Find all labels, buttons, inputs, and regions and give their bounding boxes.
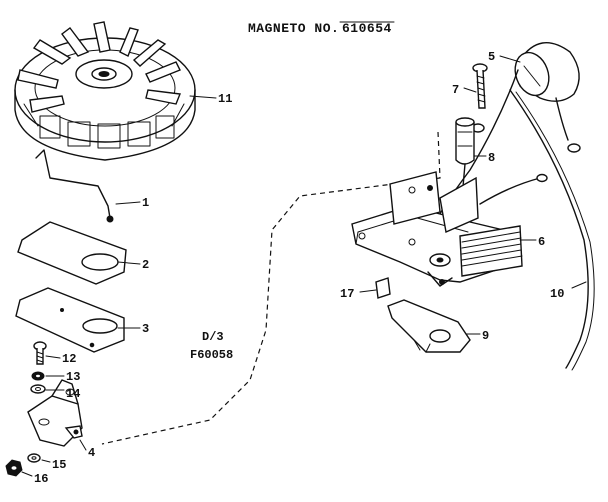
washer xyxy=(30,384,46,394)
felt-wick xyxy=(375,277,391,299)
flat-washer xyxy=(27,453,41,463)
assembly-dashed-line xyxy=(101,131,441,445)
ground-wire xyxy=(509,89,595,371)
callout-3: 3 xyxy=(142,322,149,336)
diagram-title: MAGNETO NO. 610654 xyxy=(248,21,395,36)
callout-2: 2 xyxy=(142,258,149,272)
gasket-lower xyxy=(15,287,125,353)
title-number: 610654 xyxy=(342,21,392,36)
callout-4: 4 xyxy=(88,446,95,460)
callout-6: 6 xyxy=(538,235,545,249)
coil-screw xyxy=(472,63,488,109)
callout-10: 10 xyxy=(550,287,564,301)
spring-clip xyxy=(35,149,114,223)
callout-1: 1 xyxy=(142,196,149,210)
callout-leaders xyxy=(21,55,587,477)
callout-15: 15 xyxy=(52,458,66,472)
armature-core xyxy=(351,171,548,287)
coil xyxy=(433,42,581,227)
callout-11: 11 xyxy=(218,92,232,106)
reference-line-1: D/3 xyxy=(202,330,224,344)
breaker-assembly xyxy=(27,379,83,447)
cover-plate xyxy=(387,299,471,353)
callout-17: 17 xyxy=(340,287,354,301)
title-prefix: MAGNETO NO. xyxy=(248,21,339,36)
lockwasher xyxy=(31,371,45,381)
callout-9: 9 xyxy=(482,329,489,343)
nut xyxy=(5,459,23,477)
callout-14: 14 xyxy=(66,387,80,401)
gasket-upper xyxy=(17,221,127,285)
flywheel xyxy=(14,21,196,161)
callout-16: 16 xyxy=(34,472,48,486)
callout-13: 13 xyxy=(66,370,80,384)
condenser xyxy=(455,117,485,199)
callout-5: 5 xyxy=(488,50,495,64)
callout-7: 7 xyxy=(452,83,459,97)
screw xyxy=(33,341,47,365)
callout-12: 12 xyxy=(62,352,76,366)
callout-labels: 11 1 2 3 12 13 14 4 15 16 5 7 8 6 10 17 … xyxy=(34,50,564,486)
reference-line-2: F60058 xyxy=(190,348,233,362)
callout-8: 8 xyxy=(488,151,495,165)
reference-code: D/3 F60058 xyxy=(190,330,233,362)
